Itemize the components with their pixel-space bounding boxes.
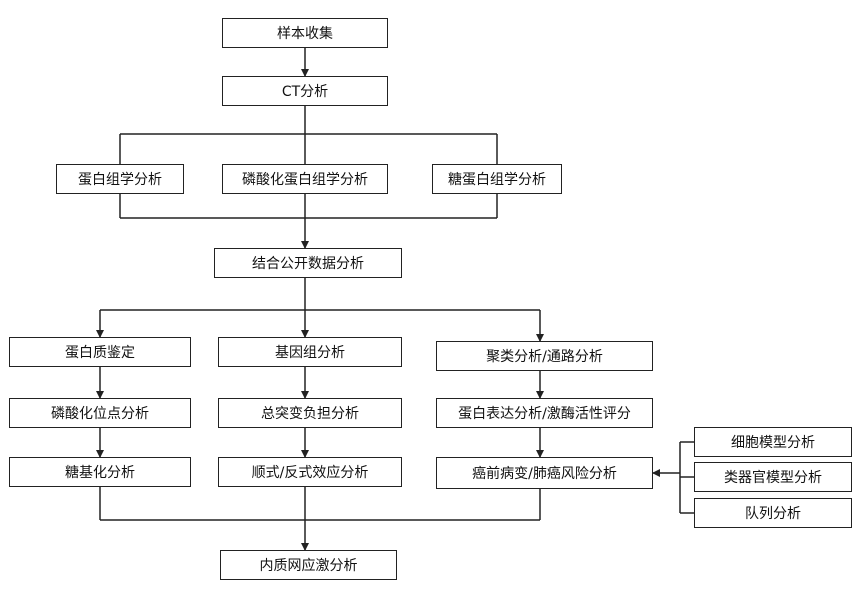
node-phospho-site: 磷酸化位点分析 (9, 398, 191, 428)
node-cis-trans: 顺式/反式效应分析 (218, 457, 402, 487)
node-precancer-risk: 癌前病变/肺癌风险分析 (436, 457, 653, 489)
node-cohort: 队列分析 (694, 498, 852, 528)
node-public-data: 结合公开数据分析 (214, 248, 402, 278)
node-glycoproteome: 糖蛋白组学分析 (432, 164, 562, 194)
node-proteome: 蛋白组学分析 (56, 164, 184, 194)
node-er-stress: 内质网应激分析 (220, 550, 397, 580)
node-genome: 基因组分析 (218, 337, 402, 367)
node-ct-analysis: CT分析 (222, 76, 388, 106)
node-sample-collection: 样本收集 (222, 18, 388, 48)
node-mutation-burden: 总突变负担分析 (218, 398, 402, 428)
node-protein-identification: 蛋白质鉴定 (9, 337, 191, 367)
node-cluster-pathway: 聚类分析/通路分析 (436, 341, 653, 371)
node-phosphoproteome: 磷酸化蛋白组学分析 (222, 164, 388, 194)
node-glycosylation: 糖基化分析 (9, 457, 191, 487)
node-expression-kinase: 蛋白表达分析/激酶活性评分 (436, 398, 653, 428)
node-organoid-model: 类器官模型分析 (694, 462, 852, 492)
node-cell-model: 细胞模型分析 (694, 427, 852, 457)
